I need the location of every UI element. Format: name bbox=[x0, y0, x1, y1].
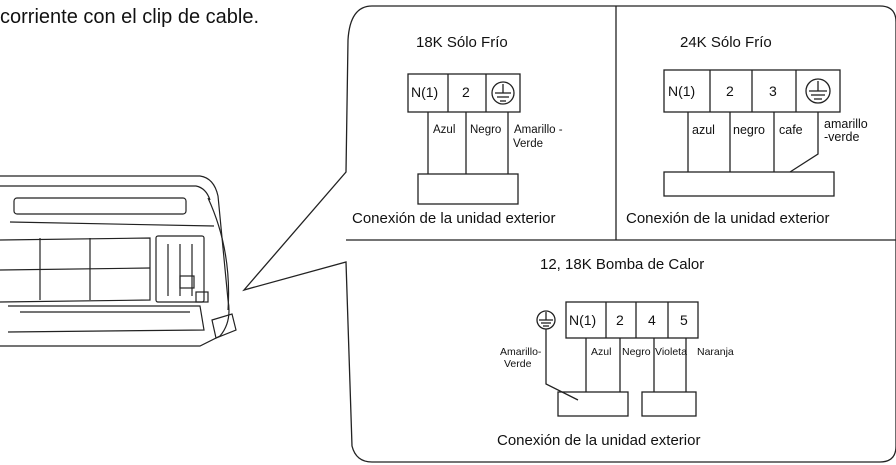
wire-label: Violeta bbox=[655, 346, 687, 358]
callout-outline bbox=[242, 5, 896, 463]
wire-label: azul bbox=[692, 123, 715, 137]
panel-18k-cool-drawing bbox=[407, 73, 521, 205]
wire-label: -verde bbox=[824, 130, 860, 144]
panel-24k-cool-caption: Conexión de la unidad exterior bbox=[626, 210, 830, 227]
wire-label: Azul bbox=[433, 124, 456, 136]
panel-heat-pump-drawing bbox=[536, 301, 699, 417]
wire-label: Verde bbox=[513, 138, 544, 150]
terminal-label: 5 bbox=[680, 312, 688, 328]
wire-label: Amarillo - bbox=[514, 124, 563, 136]
panel-24k-cool-drawing bbox=[663, 69, 841, 197]
panel-18k-cool-title: 18K Sólo Frío bbox=[416, 34, 508, 51]
wire-label: negro bbox=[733, 123, 765, 137]
wire-label: cafe bbox=[779, 123, 803, 137]
wire-label: Negro bbox=[470, 124, 502, 136]
panel-heat-pump-caption: Conexión de la unidad exterior bbox=[497, 432, 701, 449]
terminal-label: 2 bbox=[616, 312, 624, 328]
wire-label: Azul bbox=[591, 346, 612, 358]
terminal-label: N(1) bbox=[668, 83, 696, 99]
wire-label: Verde bbox=[504, 358, 532, 370]
terminal-label: 2 bbox=[726, 83, 734, 99]
terminal-label: 3 bbox=[769, 83, 777, 99]
panel-24k-cool-title: 24K Sólo Frío bbox=[680, 34, 772, 51]
wire-label: Negro bbox=[622, 346, 651, 358]
wire-label: Naranja bbox=[697, 346, 734, 358]
terminal-label: N(1) bbox=[411, 84, 439, 100]
intro-text: corriente con el clip de cable. bbox=[0, 6, 260, 28]
wire-label: amarillo bbox=[824, 117, 868, 131]
panel-18k-cool-caption: Conexión de la unidad exterior bbox=[352, 210, 556, 227]
terminal-label: 2 bbox=[462, 84, 470, 100]
wire-label: Amarillo- bbox=[500, 346, 542, 358]
indoor-unit-illustration bbox=[0, 175, 237, 347]
terminal-label: 4 bbox=[648, 312, 656, 328]
terminal-label: N(1) bbox=[569, 312, 597, 328]
panel-heat-pump-title: 12, 18K Bomba de Calor bbox=[540, 256, 705, 273]
